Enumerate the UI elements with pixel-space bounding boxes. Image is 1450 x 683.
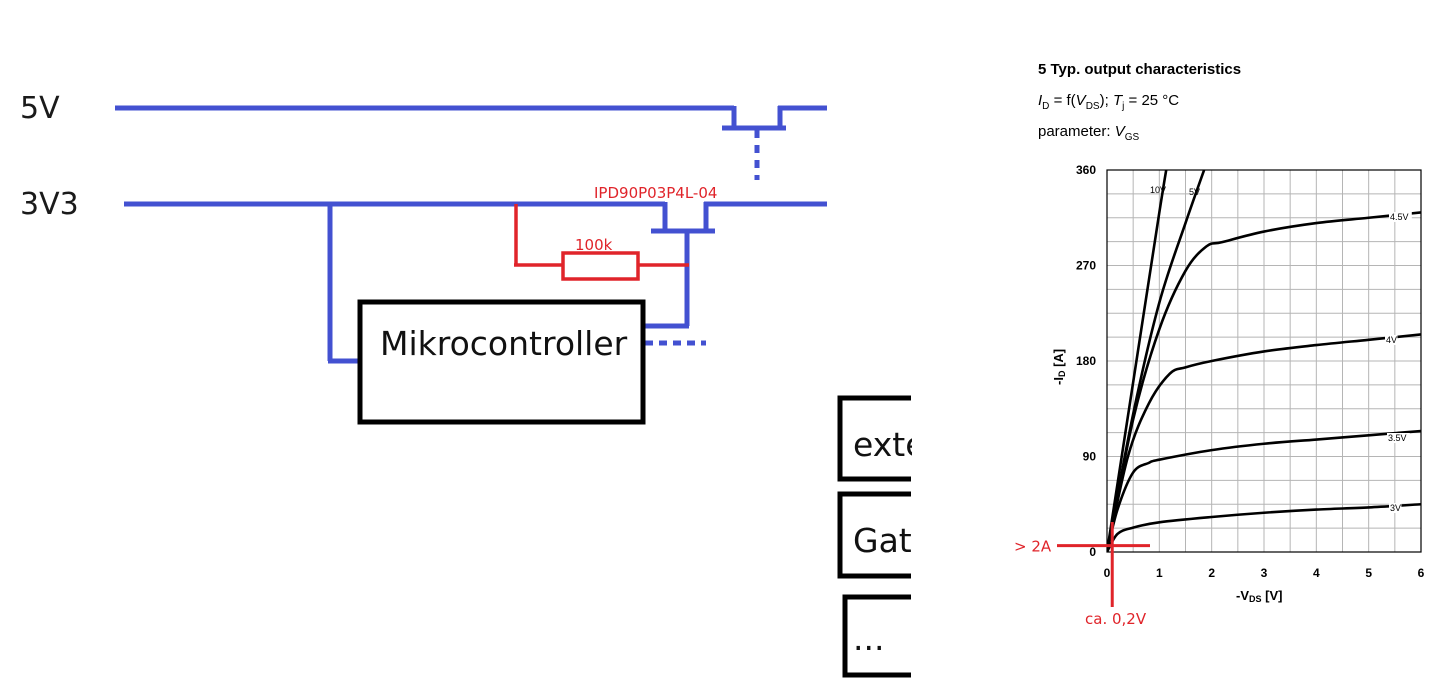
- series-label: 5V: [1189, 187, 1200, 197]
- x-tick-label: 6: [1418, 566, 1425, 580]
- chart-annotations: > 2A ca. 0,2V: [1014, 522, 1150, 628]
- x-tick-label: 0: [1104, 566, 1111, 580]
- x-tick-label: 2: [1208, 566, 1215, 580]
- chart-ticks: 0 1 2 3 4 5 6 0 90 180 270 360: [1076, 163, 1425, 580]
- plot-frame: [1106, 169, 1422, 553]
- pullup-resistor: [514, 204, 689, 281]
- series-label: 3V: [1390, 503, 1401, 513]
- x-tick-label: 1: [1156, 566, 1163, 580]
- series-line: [1107, 502, 1421, 552]
- rail-5v-label: 5V: [20, 91, 60, 126]
- y-tick-label: 360: [1076, 163, 1096, 177]
- series-curves: [1107, 170, 1421, 552]
- chart-grid: [1107, 170, 1421, 552]
- x-tick-label: 4: [1313, 566, 1320, 580]
- y-tick-label: 180: [1076, 354, 1096, 368]
- rail-3v3-wires: [124, 201, 827, 364]
- annotation-current-label: > 2A: [1014, 538, 1052, 556]
- series-label-bg: [1385, 335, 1398, 345]
- crop-mask: [912, 385, 1022, 683]
- x-tick-label: 5: [1365, 566, 1372, 580]
- mcu-box: [357, 299, 646, 425]
- datasheet: 5 Typ. output characteristics ID = f(VDS…: [1014, 61, 1425, 628]
- series-label-bg: [1389, 212, 1412, 222]
- datasheet-parameter: parameter: VGS: [1038, 123, 1139, 143]
- more-box-label: ...: [853, 619, 884, 658]
- mcu-label: Mikrocontroller: [380, 324, 628, 363]
- gate-box-label: Gat: [853, 521, 912, 560]
- rail-5v-wires: [115, 105, 827, 180]
- cropped-boxes: [837, 395, 911, 678]
- resistor-label: 100k: [575, 236, 613, 254]
- datasheet-title: 5 Typ. output characteristics: [1038, 61, 1241, 78]
- y-tick-label: 270: [1076, 259, 1096, 273]
- x-tick-label: 3: [1261, 566, 1268, 580]
- y-tick-label: 90: [1083, 450, 1097, 464]
- series-label-bg: [1389, 503, 1402, 513]
- y-tick-label: 0: [1089, 545, 1096, 559]
- series-line: [1107, 211, 1421, 552]
- datasheet-formula: ID = f(VDS); Tj = 25 °C: [1038, 92, 1179, 112]
- schematic: 5V 3V3: [20, 91, 1022, 683]
- y-axis-label: -ID [A]: [1051, 349, 1067, 385]
- annotation-voltage-label: ca. 0,2V: [1085, 610, 1147, 628]
- chart-series: 10V 5V 4.5V 4V 3.5V 3V: [1107, 170, 1421, 552]
- output-characteristics-chart: 0 1 2 3 4 5 6 0 90 180 270 360 10V 5V 4.5V 4V 3.5V 3V -V…: [1014, 163, 1425, 628]
- series-label: 4V: [1386, 335, 1397, 345]
- mosfet-label: IPD90P03P4L-04: [594, 184, 717, 202]
- series-line: [1107, 333, 1421, 552]
- series-label-bg: [1387, 433, 1410, 443]
- rail-3v3-label: 3V3: [20, 187, 79, 222]
- x-axis-label: -VDS [V]: [1236, 588, 1282, 604]
- series-label: 10V: [1150, 185, 1166, 195]
- series-line: [1107, 429, 1421, 552]
- series-label: 4.5V: [1390, 212, 1409, 222]
- series-label: 3.5V: [1388, 433, 1407, 443]
- series-line: [1107, 170, 1168, 552]
